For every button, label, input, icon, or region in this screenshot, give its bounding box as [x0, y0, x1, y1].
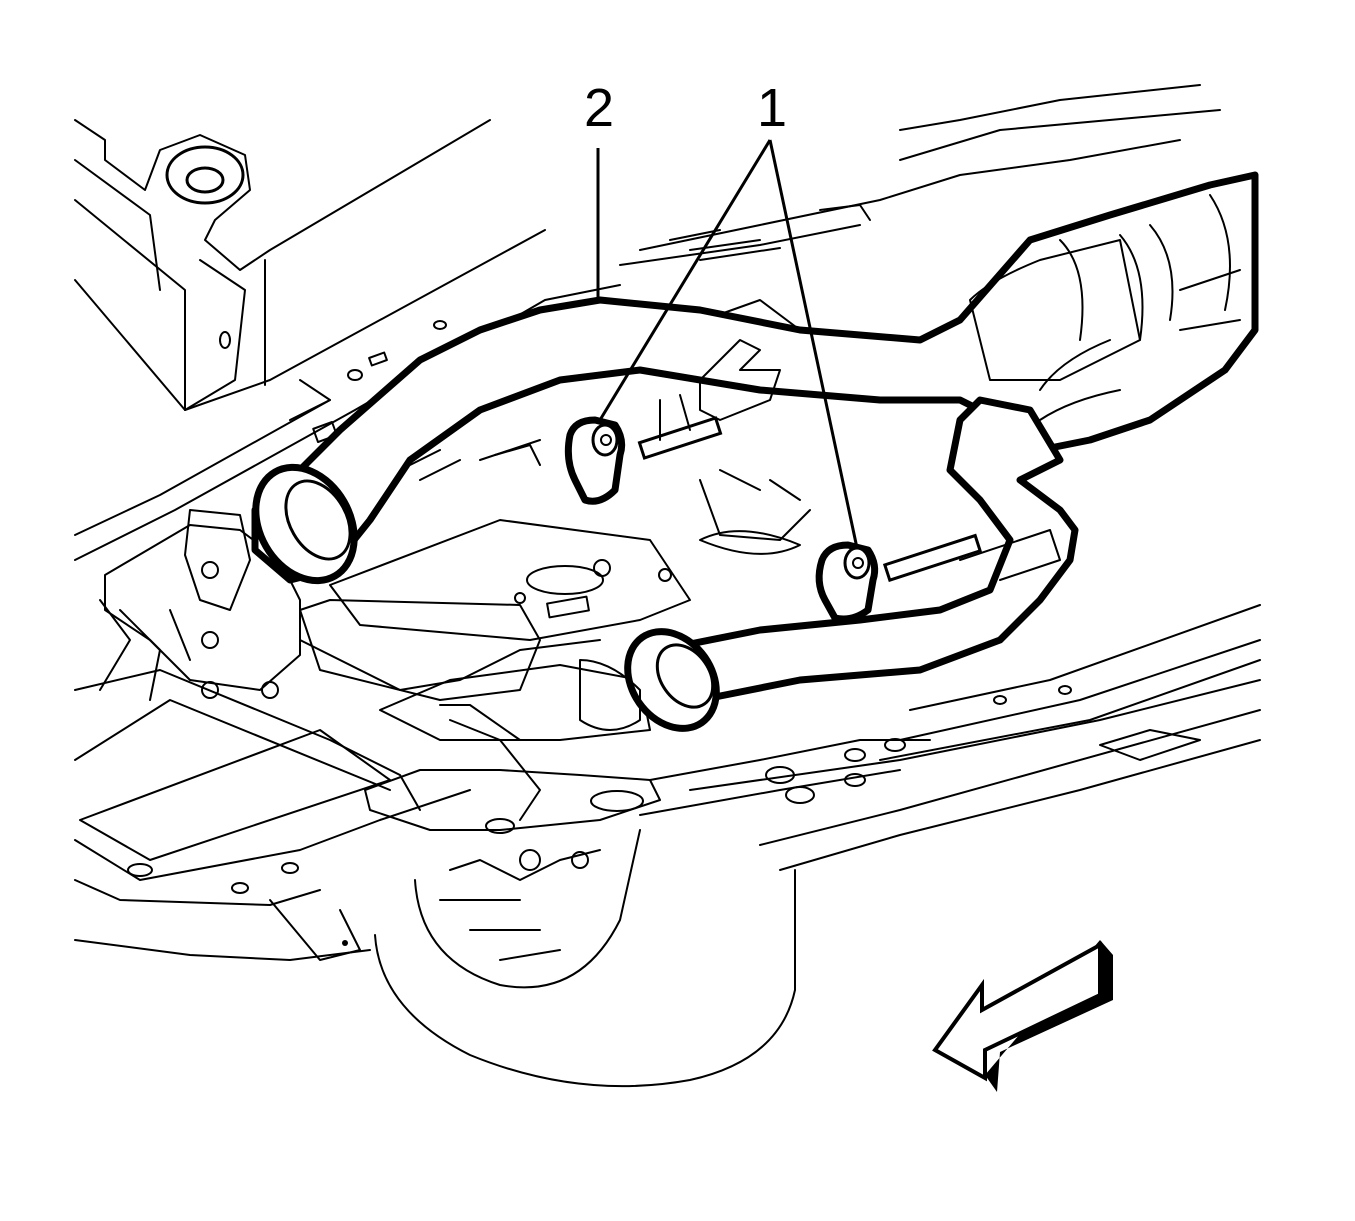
- direction-arrow-icon: [932, 940, 1113, 1092]
- exhaust-pipe: [251, 171, 1259, 732]
- front-tire: [374, 829, 796, 1088]
- insulator-right: [815, 541, 879, 623]
- leader-1a: [598, 139, 772, 421]
- exhaust-insulators: [564, 416, 879, 623]
- callout-label-1: 1: [757, 78, 787, 138]
- control-arm: [364, 738, 931, 834]
- insulator-left: [564, 416, 626, 505]
- callout-leaders: [596, 139, 859, 549]
- vehicle-underbody: [74, 84, 1261, 871]
- leader-1b: [768, 139, 859, 549]
- callout-label-2: 2: [584, 78, 614, 138]
- engine-area: [104, 439, 811, 821]
- subframe: [74, 599, 471, 961]
